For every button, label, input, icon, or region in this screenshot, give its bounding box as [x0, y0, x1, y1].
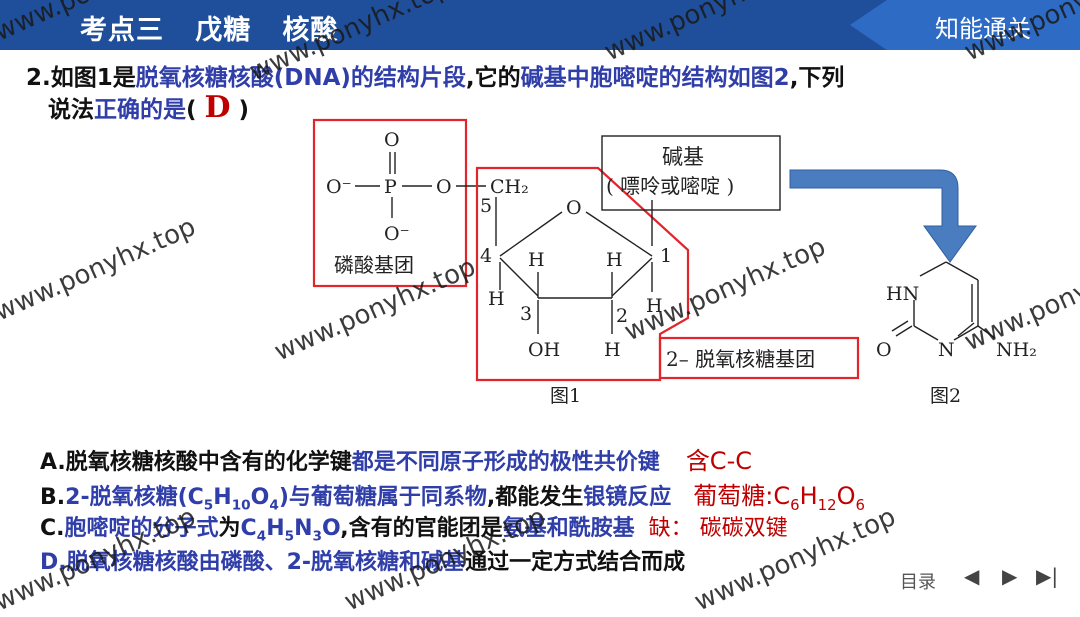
num-1: 1	[660, 245, 672, 267]
option-b-no: O	[836, 482, 856, 510]
option-d-b: 通过一定方式结合而成	[465, 550, 686, 575]
option-c-a: 胞嘧啶的分子式	[64, 516, 219, 541]
atom-h-b: H	[606, 249, 623, 271]
option-b-ns2: 12	[817, 495, 837, 514]
cytosine-ring	[891, 261, 996, 341]
toc-link[interactable]: 目录	[900, 572, 936, 593]
option-c-b: 为	[218, 516, 241, 541]
atom-h-c: H	[488, 288, 505, 310]
answer-letter: D	[204, 90, 231, 125]
option-b-b: )与葡萄糖属于同系物	[278, 485, 487, 510]
option-b-ns1: 6	[790, 495, 800, 514]
section-tab[interactable]: 知能通关	[850, 0, 1080, 50]
option-a-part-1: 都是不同原子形成的极性共价键	[351, 450, 660, 475]
section-tab-label: 知能通关	[935, 15, 1031, 43]
sugar-outline	[475, 166, 690, 382]
option-b-s2: 10	[231, 497, 251, 514]
option-b-ns3: 6	[855, 495, 865, 514]
base-sub-label: ( 嘌呤或嘧啶 )	[606, 174, 734, 198]
option-b-d: 银镜反应	[583, 485, 672, 510]
option-b-h: H	[213, 485, 232, 510]
num-4: 4	[480, 245, 492, 267]
q2-part-0: 说法	[48, 97, 94, 123]
atom-h-a: H	[528, 249, 545, 271]
prev-slide-button[interactable]: ◀	[964, 564, 980, 588]
atom-h-d: H	[646, 295, 663, 317]
option-c-e: 氨基和酰胺基	[502, 516, 635, 541]
option-c-d: ,含有的官能团是	[340, 516, 503, 541]
option-d: D.脱氧核糖核酸由磷酸、2-脱氧核糖和碱基通过一定方式结合而成	[40, 544, 685, 576]
option-c-n: N	[294, 516, 313, 541]
cyt-o: O	[876, 339, 892, 361]
atom-h-e: H	[604, 339, 621, 361]
option-c-s1: 4	[256, 528, 267, 545]
option-a: A.脱氧核糖核酸中含有的化学键都是不同原子形成的极性共价键含C-C	[40, 441, 752, 476]
atom-oh: OH	[528, 339, 560, 361]
sugar-label-box	[658, 336, 860, 380]
atom-o-top: O	[384, 129, 400, 151]
option-b-nh: H	[799, 482, 818, 510]
q1-part-1: 脱氧核糖核酸(DNA)的结构片段	[135, 65, 466, 91]
page-title: 考点三 戊糖 核酸	[80, 15, 339, 46]
base-label: 碱基	[662, 145, 704, 169]
atom-ch2: CH₂	[490, 176, 529, 198]
question-line-2: 说法正确的是( D )	[48, 90, 249, 125]
atom-o-minus-left: O⁻	[326, 176, 352, 198]
num-3: 3	[520, 303, 532, 325]
option-c-prefix: C.	[40, 516, 65, 541]
atom-o-link: O	[436, 176, 452, 198]
q1-part-0: 2.如图1是	[26, 65, 136, 91]
q1-part-4: ,下列	[789, 65, 845, 91]
option-b: B.2-脱氧核糖(C5H10O4)与葡萄糖属于同系物,都能发生银镜反应葡萄糖:C…	[40, 476, 865, 514]
option-c-o: O	[322, 516, 341, 541]
atom-p: P	[384, 176, 397, 198]
last-slide-button[interactable]: ▶|	[1036, 564, 1059, 588]
q2-part-2: (	[186, 97, 205, 123]
q1-part-3: 碱基中胞嘧啶的结构如图2	[520, 65, 790, 91]
arrow-icon	[789, 169, 977, 263]
option-b-a: 2-脱氧核糖(C	[65, 485, 204, 510]
option-c-h: H	[266, 516, 285, 541]
base-box	[601, 135, 781, 211]
option-b-s3: 4	[269, 497, 279, 514]
phosphate-label: 磷酸基团	[334, 253, 414, 277]
option-a-note: 含C-C	[685, 447, 752, 475]
phosphate-box	[312, 118, 468, 288]
cyt-nh2: NH₂	[996, 339, 1037, 361]
option-c-c: C	[240, 516, 257, 541]
option-c: C.胞嘧啶的分子式为C4H5N3O,含有的官能团是氨基和酰胺基缺： 碳碳双键	[40, 510, 788, 544]
ring-oxygen: O	[566, 197, 582, 219]
figure1-caption: 图1	[550, 385, 581, 407]
q2-close: )	[230, 97, 250, 123]
option-b-o: O	[250, 485, 270, 510]
option-a-part-0: A.脱氧核糖核酸中含有的化学键	[40, 450, 352, 475]
option-b-c: ,都能发生	[486, 485, 584, 510]
question-line-1: 2.如图1是脱氧核糖核酸(DNA)的结构片段,它的碱基中胞嘧啶的结构如图2,下列	[26, 58, 844, 92]
option-b-s1: 5	[203, 497, 214, 514]
next-slide-button[interactable]: ▶	[1002, 564, 1018, 588]
q1-part-2: ,它的	[465, 65, 521, 91]
cyt-n: N	[938, 339, 955, 361]
figure2-caption: 图2	[930, 385, 961, 407]
num-5: 5	[480, 195, 492, 217]
option-c-s2: 5	[284, 528, 295, 545]
option-b-prefix: B.	[40, 485, 66, 510]
option-c-note: 缺： 碳碳双键	[648, 516, 788, 541]
option-d-a: D.脱氧核糖核酸由磷酸、2-脱氧核糖和碱基	[40, 550, 466, 575]
num-2: 2	[616, 305, 628, 327]
atom-o-minus-bottom: O⁻	[384, 223, 410, 245]
option-c-s3: 3	[312, 528, 322, 545]
cyt-hn: HN	[886, 283, 919, 305]
sugar-label: 2– 脱氧核糖基团	[666, 347, 815, 371]
q2-part-1: 正确的是	[94, 97, 186, 123]
option-b-note: 葡萄糖:C	[693, 482, 791, 510]
